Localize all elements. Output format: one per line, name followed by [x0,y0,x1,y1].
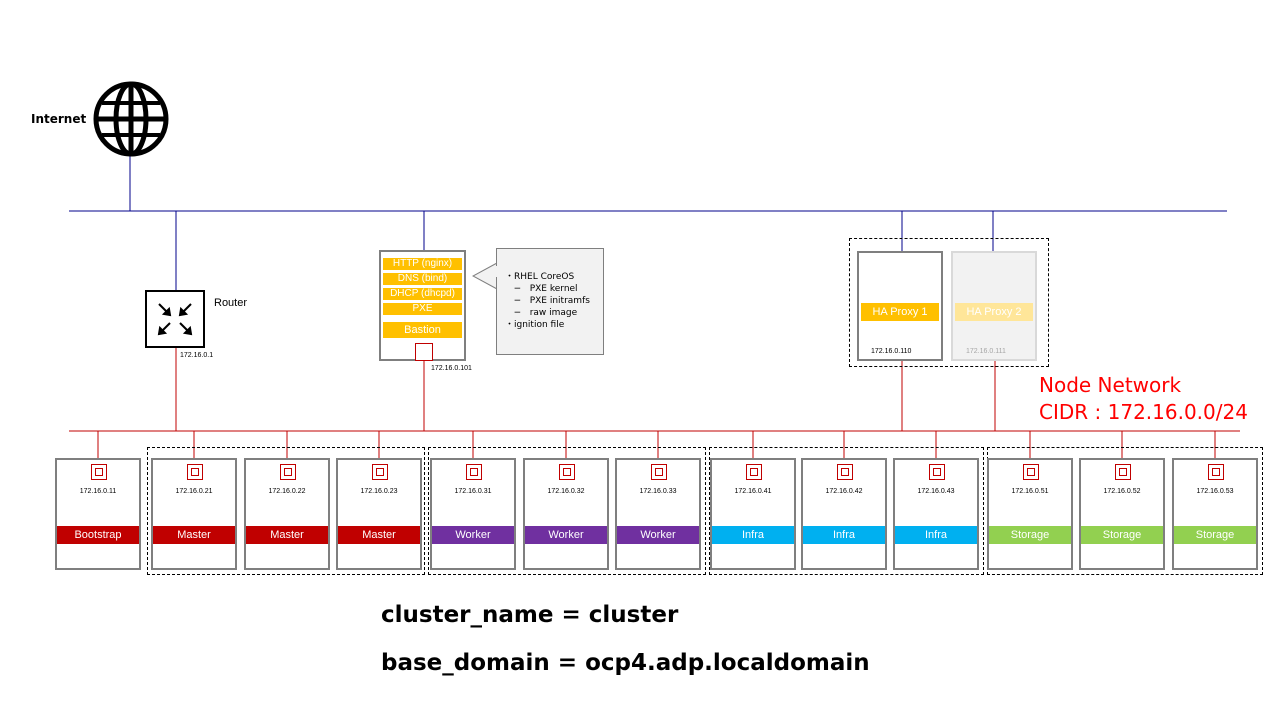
globe-icon [93,81,169,157]
node-port [559,464,575,480]
node-ip: 172.16.0.41 [734,488,772,495]
ha-proxy-1-label: HA Proxy 1 [861,303,939,321]
node-port [837,464,853,480]
node-ip: 172.16.0.33 [639,488,677,495]
node-role-label: Master [338,526,420,544]
node-role-label: Storage [1174,526,1256,544]
bastion-note: ・RHEL CoreOS − PXE kernel − PXE initramf… [496,248,604,355]
node-role-label: Bootstrap [57,526,139,544]
node-role-label: Worker [525,526,607,544]
ha-proxy-group [849,238,1049,367]
worker-group [428,447,706,575]
master-group [147,447,425,575]
node-port [1023,464,1039,480]
bastion-service-pxe: PXE [383,303,462,315]
node-ip: 172.16.0.23 [360,488,398,495]
node-ip: 172.16.0.43 [917,488,955,495]
node-port [651,464,667,480]
base-domain-text: base_domain = ocp4.adp.localdomain [381,650,870,676]
bastion-port [415,343,433,361]
node-port [280,464,296,480]
node-ip: 172.16.0.31 [454,488,492,495]
node-port [187,464,203,480]
router-arrows-icon [157,303,193,336]
ha-proxy-1-ip: 172.16.0.110 [871,348,912,355]
ha-proxy-2-label: HA Proxy 2 [955,303,1033,321]
node-port [372,464,388,480]
bastion-service-dns: DNS (bind) [383,273,462,285]
bastion-service-dhcp: DHCP (dhcpd) [383,288,462,300]
node-ip: 172.16.0.42 [825,488,863,495]
node-role-label: Infra [803,526,885,544]
node-role-label: Storage [989,526,1071,544]
node-ip: 172.16.0.51 [1011,488,1049,495]
router-label: Router [214,297,248,309]
bastion-label: Bastion [383,322,462,338]
node-ip: 172.16.0.11 [79,488,117,495]
node-ip: 172.16.0.32 [547,488,585,495]
node-port [1208,464,1224,480]
bastion-ip: 172.16.0.101 [431,365,472,372]
node-port [746,464,762,480]
router-ip: 172.16.0.1 [180,352,214,359]
node-role-label: Infra [895,526,977,544]
ha-proxy-1: HA Proxy 1 172.16.0.110 [857,251,943,361]
bastion-service-http: HTTP (nginx) [383,258,462,270]
ha-proxy-2: HA Proxy 2 172.16.0.111 [951,251,1037,361]
note-pointer-joint [496,266,498,277]
ha-proxy-2-ip: 172.16.0.111 [966,348,1006,355]
internet-label: Internet [31,112,87,126]
node-port [91,464,107,480]
node-port [1115,464,1131,480]
cluster-name-text: cluster_name = cluster [381,602,679,628]
node-port [466,464,482,480]
node-ip: 172.16.0.21 [175,488,213,495]
bastion-server: HTTP (nginx) DNS (bind) DHCP (dhcpd) PXE… [379,250,466,361]
node-role-label: Worker [432,526,514,544]
node-role-label: Master [153,526,235,544]
infra-group [709,447,984,575]
router [145,290,205,348]
node-network-title: Node Network CIDR : 172.16.0.0/24 [1039,372,1248,426]
node-ip: 172.16.0.52 [1103,488,1141,495]
bastion-note-text: ・RHEL CoreOS − PXE kernel − PXE initramf… [505,272,590,330]
node-role-label: Infra [712,526,794,544]
node-role-label: Worker [617,526,699,544]
node-network-cidr: CIDR : 172.16.0.0/24 [1039,400,1248,424]
node-port [929,464,945,480]
node-network-name: Node Network [1039,373,1182,397]
node-ip: 172.16.0.53 [1196,488,1234,495]
node-role-label: Master [246,526,328,544]
node-role-label: Storage [1081,526,1163,544]
node-ip: 172.16.0.22 [268,488,306,495]
